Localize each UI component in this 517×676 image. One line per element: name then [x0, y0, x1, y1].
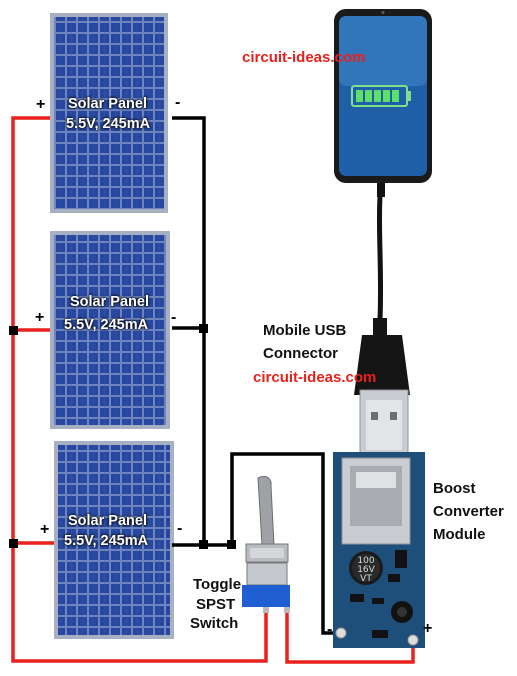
panel-1-title: Solar Panel [68, 96, 147, 112]
boost-terminal-plus: + [423, 620, 433, 637]
switch-label-line2: SPST [196, 596, 236, 613]
panel-1-minus: - [175, 94, 181, 111]
panel-2-plus: + [35, 309, 45, 326]
smartphone-image [334, 9, 432, 183]
boost-label-line1: Boost [433, 480, 476, 497]
switch-label-line1: Toggle [193, 576, 242, 593]
boost-converter-module-image [333, 452, 425, 648]
positive-wires [11, 116, 415, 664]
junction-dots [9, 324, 236, 549]
panel-1-rating: 5.5V, 245mA [66, 116, 151, 132]
panel-3-title: Solar Panel [68, 513, 147, 529]
watermark-top: circuit-ideas.com [242, 49, 366, 66]
boost-terminal-minus: - [327, 621, 333, 638]
switch-label-line3: Switch [190, 615, 239, 632]
capacitor-line1: 100 [357, 556, 375, 566]
capacitor-marking: 100 16V VT [356, 557, 376, 584]
panel-1-plus: + [36, 96, 46, 113]
panel-3-plus: + [40, 521, 50, 538]
usb-plug-image [354, 318, 410, 461]
solar-panel-3-image [54, 441, 174, 639]
panel-3-rating: 5.5V, 245mA [64, 533, 149, 549]
watermark-middle: circuit-ideas.com [253, 369, 377, 386]
capacitor-line2: 16V [357, 565, 375, 575]
usb-connector-label-line2: Connector [263, 345, 338, 362]
solar-panel-1-image [50, 13, 168, 213]
panel-2-title: Solar Panel [70, 294, 149, 310]
panel-3-minus: - [177, 520, 183, 537]
usb-connector-label-line1: Mobile USB [263, 322, 347, 339]
panel-2-rating: 5.5V, 245mA [64, 317, 149, 333]
capacitor-line3: VT [360, 574, 372, 584]
toggle-switch-image [242, 475, 290, 613]
solar-panel-2-image [50, 231, 170, 429]
panel-2-minus: - [171, 309, 177, 326]
boost-label-line3: Module [433, 526, 486, 543]
boost-label-line2: Converter [433, 503, 504, 520]
usb-cable [376, 183, 385, 321]
